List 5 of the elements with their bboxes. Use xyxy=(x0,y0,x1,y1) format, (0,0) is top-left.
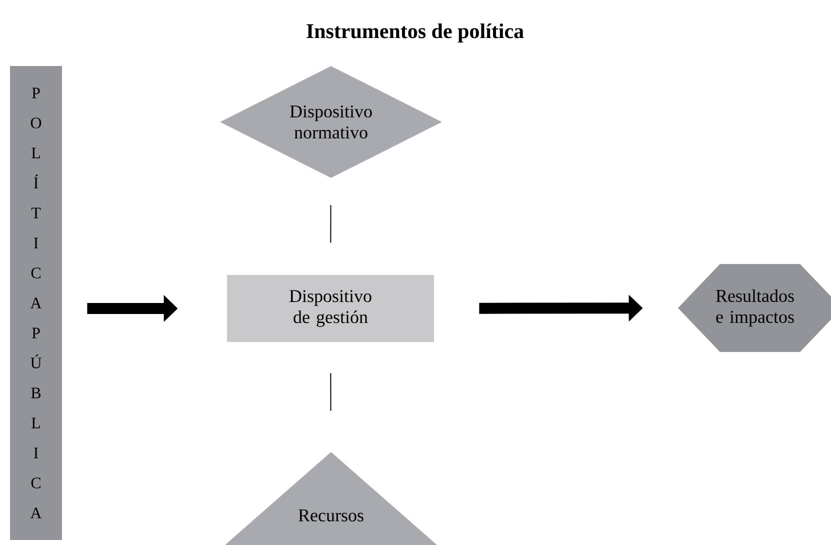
connector-line xyxy=(330,372,332,412)
title: Instrumentos de política xyxy=(306,23,524,43)
connector-line xyxy=(330,204,332,244)
vertical-band: POLÍTICA PÚBLICA xyxy=(10,66,62,540)
process-box: Dispositivo de gestión xyxy=(227,274,434,342)
